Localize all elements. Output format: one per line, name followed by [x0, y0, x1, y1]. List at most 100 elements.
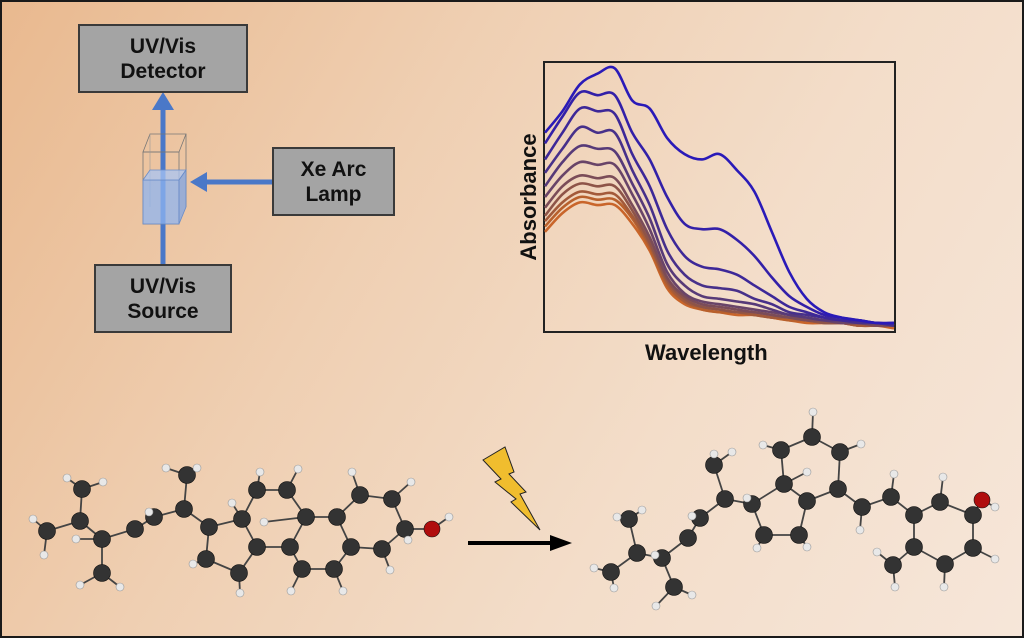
carbon-atom: [620, 510, 638, 528]
spectrum-line-t2: [543, 106, 895, 325]
chart-x-axis-label: Wavelength: [645, 340, 768, 365]
carbon-atom: [297, 508, 315, 526]
carbon-atom: [772, 441, 790, 459]
carbon-atom: [200, 518, 218, 536]
carbon-atom: [931, 493, 949, 511]
hydrogen-atom: [939, 582, 949, 592]
hydrogen-atom: [28, 514, 38, 524]
carbon-atom: [281, 538, 299, 556]
hydrogen-atom: [62, 473, 72, 483]
carbon-atom: [964, 506, 982, 524]
reaction-arrowhead-icon: [550, 535, 572, 551]
probe-beam-arrowhead-icon: [152, 92, 174, 110]
spectrum-line-t5: [543, 160, 895, 327]
carbon-atom: [197, 550, 215, 568]
hydrogen-atom: [227, 498, 237, 508]
hydrogen-atom: [637, 505, 647, 515]
hydrogen-atom: [39, 550, 49, 560]
carbon-atom: [71, 512, 89, 530]
hydrogen-atom: [115, 582, 125, 592]
hydrogen-atom: [687, 590, 697, 600]
hydrogen-atom: [589, 563, 599, 573]
carbon-atom: [628, 544, 646, 562]
hydrogen-atom: [144, 507, 154, 517]
hydrogen-atom: [890, 582, 900, 592]
uvvis-detector-box: UV/Vis Detector: [78, 24, 248, 93]
hydrogen-atom: [727, 447, 737, 457]
pump-beam-arrowhead-icon: [190, 172, 207, 192]
carbon-atom: [602, 563, 620, 581]
carbon-atom: [853, 498, 871, 516]
spectrum-line-t0: [543, 65, 895, 325]
carbon-atom: [93, 564, 111, 582]
chart-plot-area: [543, 61, 896, 333]
carbon-atom: [293, 560, 311, 578]
hydrogen-atom: [75, 580, 85, 590]
uvvis-source-box: UV/Vis Source: [94, 264, 232, 333]
carbon-atom: [342, 538, 360, 556]
carbon-atom: [248, 538, 266, 556]
carbon-atom: [905, 506, 923, 524]
product-molecule: [589, 407, 1000, 611]
reactant-molecule: [28, 463, 454, 598]
hydrogen-atom: [255, 467, 265, 477]
oxygen-atom: [973, 491, 991, 509]
hydrogen-atom: [856, 439, 866, 449]
carbon-atom: [93, 530, 111, 548]
carbon-atom: [829, 480, 847, 498]
carbon-atom: [126, 520, 144, 538]
carbon-atom: [716, 490, 734, 508]
xe-arc-lamp-box: Xe Arc Lamp: [272, 147, 395, 216]
carbon-atom: [790, 526, 808, 544]
hydrogen-atom: [406, 477, 416, 487]
hydrogen-atom: [938, 472, 948, 482]
carbon-atom: [178, 466, 196, 484]
carbon-atom: [351, 486, 369, 504]
hydrogen-atom: [347, 467, 357, 477]
hydrogen-atom: [650, 550, 660, 560]
hydrogen-atom: [742, 493, 752, 503]
hydrogen-atom: [385, 565, 395, 575]
carbon-atom: [248, 481, 266, 499]
carbon-atom: [278, 481, 296, 499]
carbon-atom: [665, 578, 683, 596]
hydrogen-atom: [612, 512, 622, 522]
hydrogen-atom: [990, 554, 1000, 564]
hydrogen-atom: [990, 502, 1000, 512]
carbon-atom: [38, 522, 56, 540]
hydrogen-atom: [802, 467, 812, 477]
carbon-atom: [373, 540, 391, 558]
carbon-atom: [679, 529, 697, 547]
hydrogen-atom: [855, 525, 865, 535]
oxygen-atom: [423, 520, 441, 538]
carbon-atom: [755, 526, 773, 544]
carbon-atom: [882, 488, 900, 506]
carbon-atom: [73, 480, 91, 498]
hydrogen-atom: [758, 440, 768, 450]
hydrogen-atom: [192, 463, 202, 473]
hydrogen-atom: [872, 547, 882, 557]
cuvette-icon: [142, 133, 187, 225]
carbon-atom: [175, 500, 193, 518]
carbon-atom: [396, 520, 414, 538]
carbon-atom: [233, 510, 251, 528]
carbon-atom: [325, 560, 343, 578]
hydrogen-atom: [609, 583, 619, 593]
carbon-atom: [936, 555, 954, 573]
hydrogen-atom: [259, 517, 269, 527]
hydrogen-atom: [338, 586, 348, 596]
hydrogen-atom: [802, 542, 812, 552]
carbon-atom: [328, 508, 346, 526]
carbon-atom: [831, 443, 849, 461]
hydrogen-atom: [403, 535, 413, 545]
hydrogen-atom: [687, 511, 697, 521]
hydrogen-atom: [161, 463, 171, 473]
lightning-bolt-icon: [482, 446, 541, 531]
hydrogen-atom: [293, 464, 303, 474]
hydrogen-atom: [651, 601, 661, 611]
carbon-atom: [798, 492, 816, 510]
